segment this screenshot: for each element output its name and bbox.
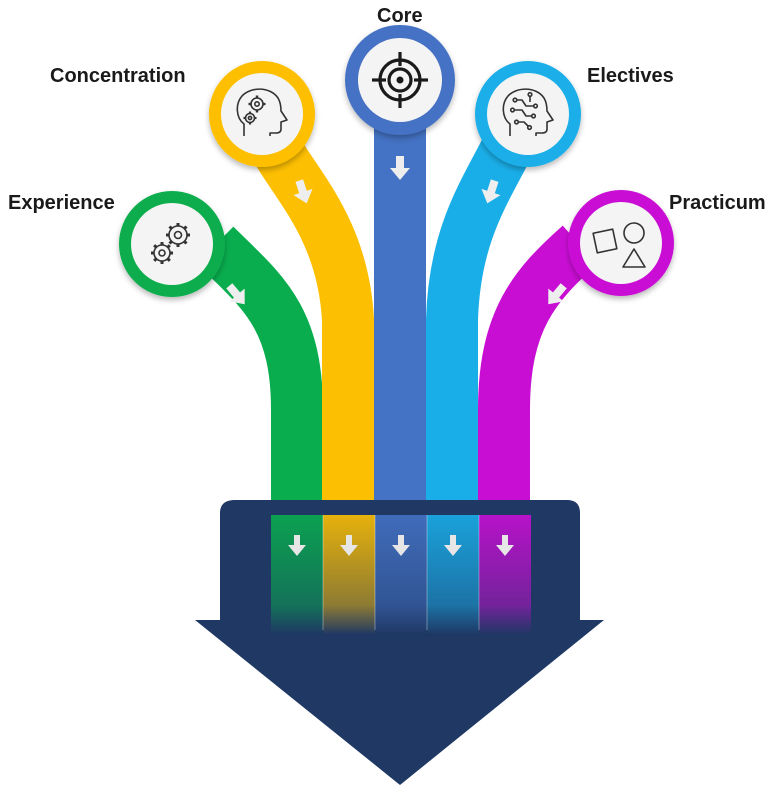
label-practicum: Practicum	[669, 192, 766, 214]
column-core	[375, 515, 427, 635]
badge-electives	[475, 61, 581, 167]
arrow-icon	[293, 179, 313, 204]
badge-core	[345, 25, 455, 135]
column-concentration	[323, 515, 375, 635]
label-experience: Experience	[8, 192, 115, 214]
badge-practicum	[568, 190, 674, 296]
target-icon	[372, 52, 428, 108]
funnel-columns	[271, 515, 531, 635]
label-core: Core	[377, 5, 423, 27]
column-experience	[271, 515, 323, 635]
arrow-icon	[481, 179, 501, 204]
head-gears-icon	[236, 88, 288, 136]
arrow-icon	[226, 283, 245, 305]
arrow-icon	[548, 283, 567, 305]
stream-badges	[119, 25, 674, 297]
arrow-down-icon	[444, 535, 462, 556]
badge-concentration	[209, 61, 315, 167]
head-circuit-icon	[502, 88, 554, 136]
arrow-icon	[390, 156, 410, 180]
ribbon-arrows	[226, 156, 567, 305]
column-electives	[427, 515, 479, 635]
column-practicum	[479, 515, 531, 635]
arrow-down-icon	[288, 535, 306, 556]
label-concentration: Concentration	[50, 65, 186, 87]
shapes-icon	[592, 222, 646, 268]
column-dividers	[322, 515, 480, 630]
arrow-down-icon	[340, 535, 358, 556]
arrow-down-icon	[392, 535, 410, 556]
ribbon-experience	[196, 226, 323, 500]
gears-icon	[151, 223, 190, 264]
ribbon-practicum	[478, 225, 598, 500]
arrow-down-icon	[496, 535, 514, 556]
badge-experience	[119, 191, 225, 297]
column-arrows	[288, 535, 514, 556]
label-electives: Electives	[587, 65, 674, 87]
